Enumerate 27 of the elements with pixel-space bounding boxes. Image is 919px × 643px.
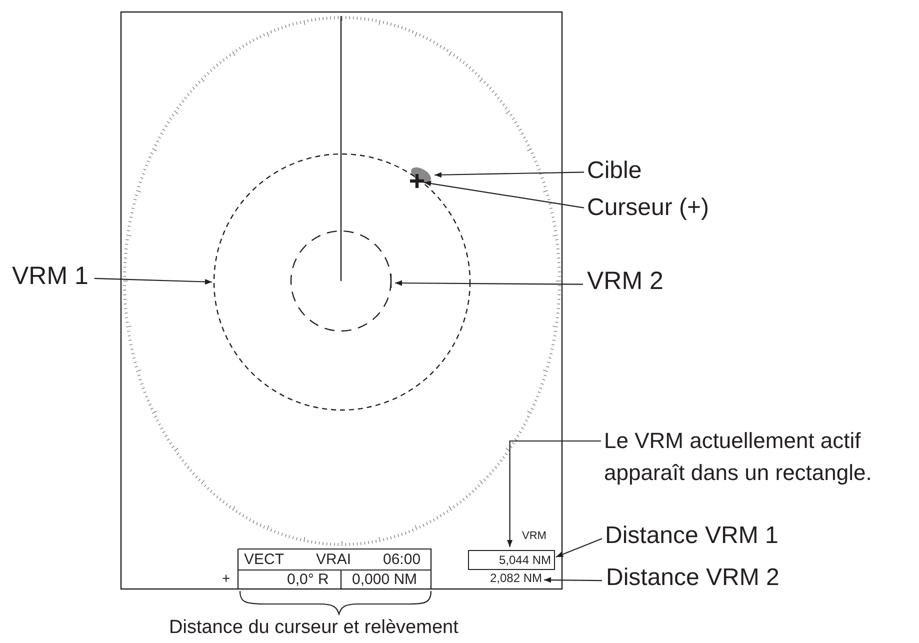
leader-arrow bbox=[94, 278, 212, 285]
callout-text: VRM 2 bbox=[587, 267, 664, 296]
plus-sign: + bbox=[222, 570, 230, 586]
readout-text: 0,000 NM bbox=[352, 571, 418, 588]
caption-text: Distance du curseur et relèvement bbox=[169, 617, 458, 639]
target-echo bbox=[411, 167, 431, 183]
readout-text: 0,0° R bbox=[287, 571, 329, 588]
readout-text: VECT bbox=[244, 551, 284, 568]
vrm-range-readout: 5,044 NM bbox=[468, 550, 555, 570]
callout-text: Le VRM actuellement actif apparaît dans un rectangle. bbox=[604, 425, 919, 489]
callout-text: Cible bbox=[587, 157, 642, 185]
panel-label: VRM bbox=[522, 530, 546, 543]
vrm-range-readout: 2,082 NM bbox=[490, 572, 542, 586]
callout-text: Curseur (+) bbox=[587, 194, 710, 222]
readout-text: VRAI bbox=[316, 551, 352, 568]
vrm-ring bbox=[213, 153, 471, 411]
cursor-cross bbox=[408, 172, 426, 190]
callout-text: Distance VRM 1 bbox=[605, 522, 778, 550]
leader-arrow bbox=[395, 280, 583, 286]
leader-arrow bbox=[556, 538, 602, 558]
leader-arrow bbox=[424, 180, 584, 208]
leader-arrow bbox=[434, 172, 584, 178]
callout-text: VRM 1 bbox=[12, 262, 88, 291]
readout-text: 06:00 bbox=[383, 551, 421, 568]
leader-arrow bbox=[507, 440, 601, 547]
leader-arrow bbox=[544, 577, 602, 583]
callout-text: Distance VRM 2 bbox=[606, 564, 780, 592]
